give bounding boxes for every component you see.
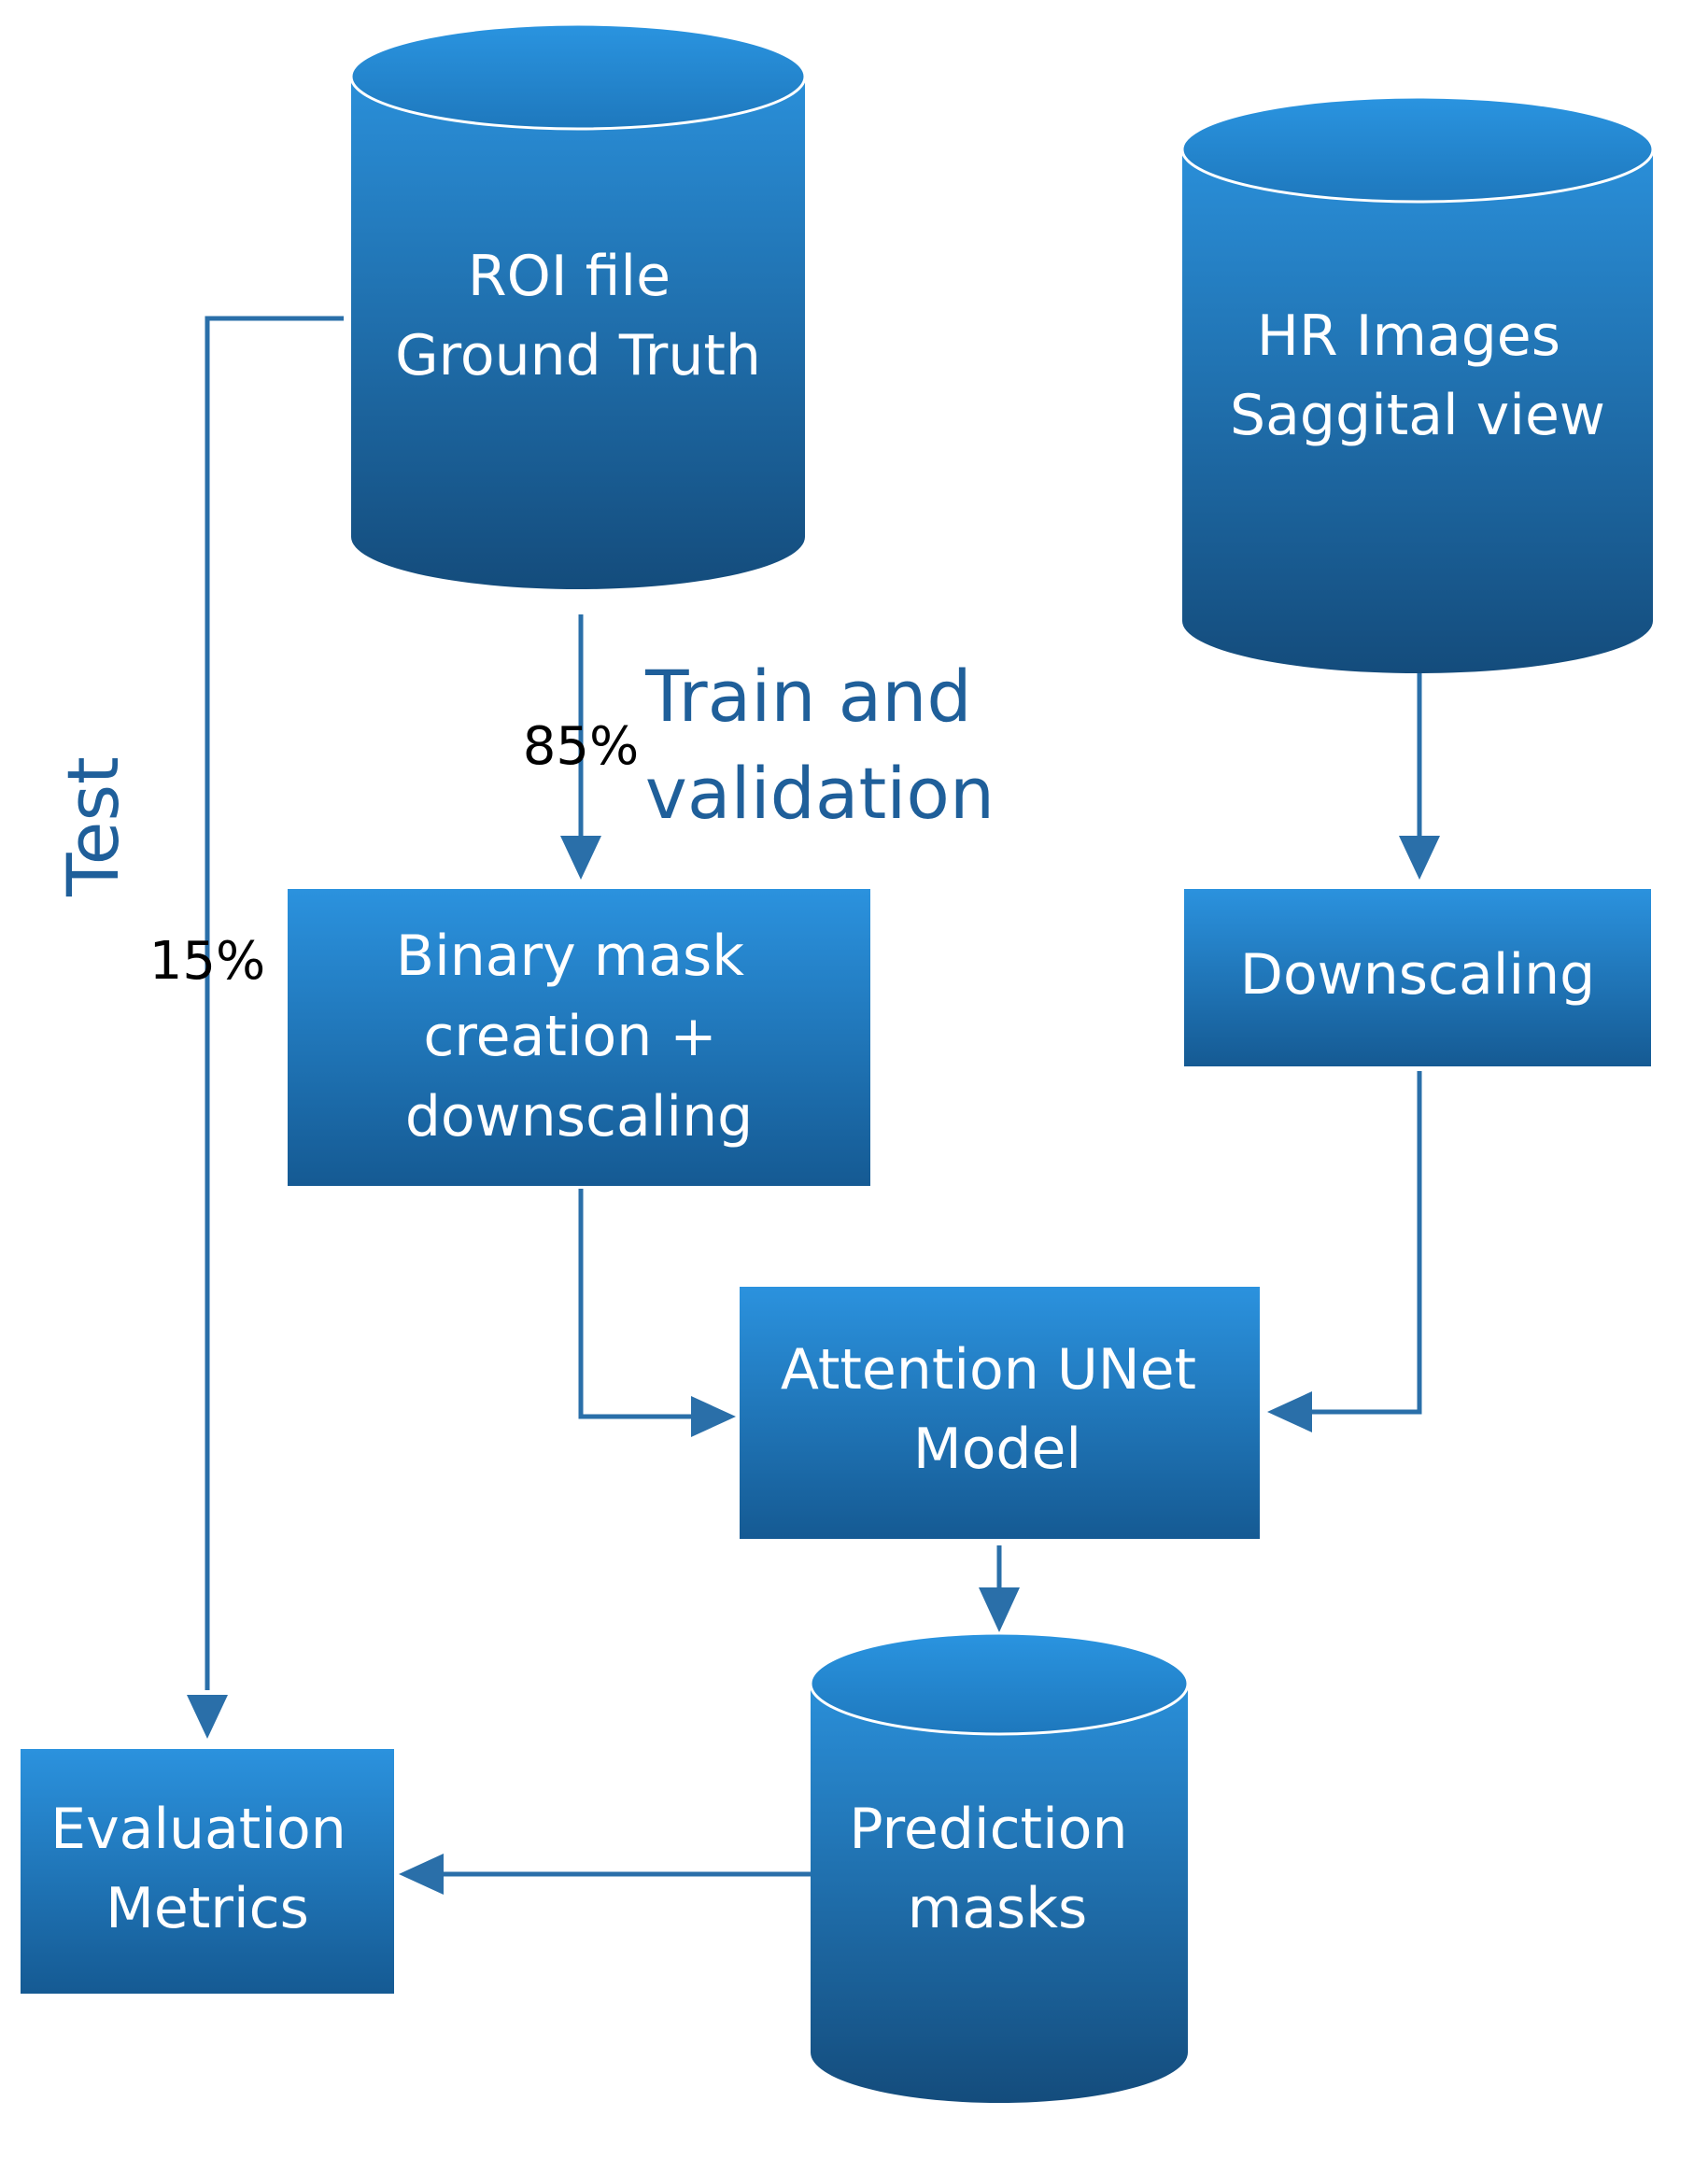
downscaling-box	[1184, 889, 1651, 1066]
hr-images-database: HR Images Saggital view	[1180, 95, 1655, 673]
downscaling-unet-edge-line	[1312, 1071, 1422, 1415]
binary-mask-label: Binary mask creation + downscaling	[396, 924, 762, 1149]
test-label: Test	[51, 756, 134, 897]
test-edge-line	[205, 316, 344, 1690]
roi-database-body	[351, 77, 805, 589]
roi-database-label: ROI file Ground Truth	[395, 244, 761, 388]
mask-unet-edge-arrowhead	[691, 1396, 736, 1437]
prediction-database-label: Prediction masks	[849, 1797, 1145, 1941]
prediction-database-cap	[809, 1631, 1190, 1736]
hr-database-label: HR Images Saggital view	[1230, 303, 1605, 448]
hr-database-body	[1182, 149, 1653, 673]
connectors	[187, 316, 1440, 1895]
hr-database-cap	[1180, 95, 1655, 204]
train-percentage-label: 85%	[523, 716, 639, 777]
attention-unet-box	[740, 1287, 1260, 1539]
prediction-masks-database: Prediction masks	[809, 1631, 1190, 2103]
downscaling-unet-edge-arrowhead	[1267, 1391, 1312, 1432]
edge-labels: 85% Train and validation Test 15%	[51, 655, 995, 992]
train-edge-arrowhead	[560, 836, 601, 880]
downscaling-label: Downscaling	[1240, 942, 1595, 1008]
attention-unet-node: Attention UNet Model	[740, 1287, 1260, 1539]
evaluation-metrics-box	[21, 1749, 394, 1994]
prediction-evaluation-edge-arrowhead	[399, 1854, 444, 1895]
roi-ground-truth-database: ROI file Ground Truth	[349, 22, 807, 589]
downscaling-node: Downscaling	[1184, 889, 1651, 1066]
mask-unet-edge-line	[578, 1189, 691, 1419]
roi-database-cap	[349, 22, 807, 131]
attention-unet-label: Attention UNet Model	[781, 1337, 1214, 1482]
hr-downscaling-edge-arrowhead	[1399, 836, 1440, 880]
prediction-database-body	[811, 1684, 1188, 2103]
binary-mask-node: Binary mask creation + downscaling	[288, 889, 870, 1186]
unet-prediction-edge-arrowhead	[979, 1587, 1020, 1632]
evaluation-metrics-label: Evaluation Metrics	[50, 1797, 364, 1941]
evaluation-metrics-node: Evaluation Metrics	[21, 1749, 394, 1994]
train-validation-label: Train and validation	[644, 655, 995, 835]
test-edge-arrowhead	[187, 1695, 228, 1739]
test-percentage-label: 15%	[149, 931, 265, 992]
binary-mask-box	[288, 889, 870, 1186]
